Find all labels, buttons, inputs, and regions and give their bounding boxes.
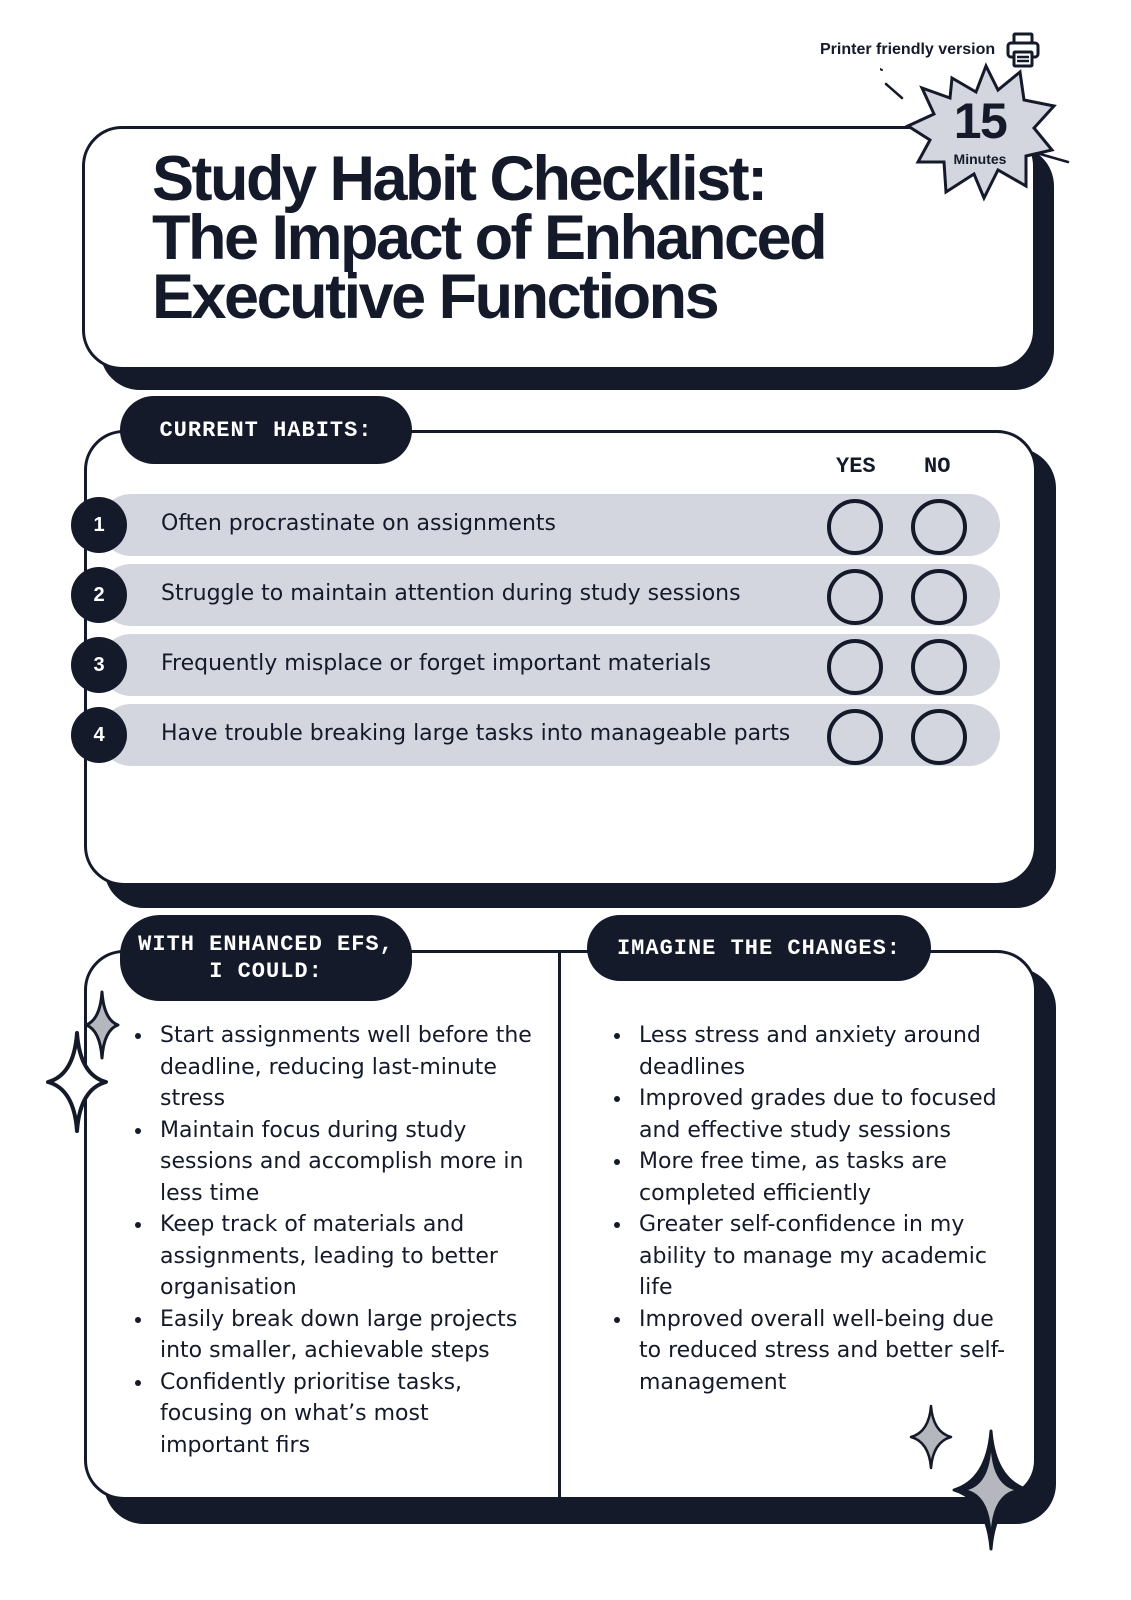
imagine-changes-label: IMAGINE THE CHANGES: bbox=[587, 915, 931, 981]
label-line: I COULD: bbox=[209, 959, 323, 984]
habit-yes-radio[interactable] bbox=[827, 569, 883, 625]
yes-column-header: YES bbox=[836, 454, 876, 479]
badge-duration-number: 15 bbox=[953, 93, 1008, 149]
habit-yes-radio[interactable] bbox=[827, 709, 883, 765]
no-column-header: NO bbox=[924, 454, 951, 479]
badge-duration-unit: Minutes bbox=[953, 151, 1007, 167]
sparkle-icon bbox=[909, 1404, 953, 1470]
printer-icon[interactable] bbox=[1003, 30, 1043, 70]
title-card bbox=[82, 126, 1036, 370]
label-line: WITH ENHANCED EFS, bbox=[138, 932, 394, 957]
column-divider bbox=[558, 950, 561, 1500]
habit-no-radio[interactable] bbox=[911, 499, 967, 555]
printer-friendly-label: Printer friendly version bbox=[820, 41, 996, 58]
list-item: More free time, as tasks are completed e… bbox=[614, 1146, 1019, 1209]
sparkle-icon bbox=[46, 1031, 108, 1133]
list-item: Confidently prioritise tasks, focusing o… bbox=[135, 1367, 535, 1462]
list-item: Keep track of materials and assignments,… bbox=[135, 1209, 535, 1304]
habit-number-badge: 1 bbox=[71, 497, 127, 553]
page-title: Study Habit Checklist: The Impact of Enh… bbox=[152, 144, 932, 332]
habit-no-radio[interactable] bbox=[911, 639, 967, 695]
with-enhanced-efs-label: WITH ENHANCED EFS, I COULD: bbox=[120, 915, 412, 1001]
habit-number-badge: 4 bbox=[71, 707, 127, 763]
habit-text: Often procrastinate on assignments bbox=[161, 511, 556, 536]
list-item: Less stress and anxiety around deadlines bbox=[614, 1020, 1019, 1083]
habit-number-badge: 3 bbox=[71, 637, 127, 693]
list-item: Easily break down large projects into sm… bbox=[135, 1304, 535, 1367]
list-item: Greater self-confidence in my ability to… bbox=[614, 1209, 1019, 1304]
sparkle-icon bbox=[952, 1429, 1030, 1551]
title-line: Study Habit Checklist: bbox=[152, 144, 768, 214]
habit-number-badge: 2 bbox=[71, 567, 127, 623]
title-line: The Impact of Enhanced bbox=[152, 203, 828, 273]
habit-no-radio[interactable] bbox=[911, 569, 967, 625]
habit-text: Struggle to maintain attention during st… bbox=[161, 581, 741, 606]
current-habits-label: CURRENT HABITS: bbox=[120, 396, 412, 464]
habit-text: Frequently misplace or forget important … bbox=[161, 651, 711, 676]
printer-friendly-link[interactable]: Printer friendly version bbox=[820, 30, 1043, 70]
list-item: Start assignments well before the deadli… bbox=[135, 1020, 535, 1115]
habit-text: Have trouble breaking large tasks into m… bbox=[161, 721, 791, 746]
changes-list: Less stress and anxiety around deadlines… bbox=[614, 1020, 1019, 1398]
sparkle-icon bbox=[84, 990, 120, 1060]
list-item: Maintain focus during study sessions and… bbox=[135, 1115, 535, 1210]
title-line: Executive Functions bbox=[152, 262, 720, 332]
list-item: Improved grades due to focused and effec… bbox=[614, 1083, 1019, 1146]
benefits-list: Start assignments well before the deadli… bbox=[135, 1020, 535, 1461]
habit-yes-radio[interactable] bbox=[827, 499, 883, 555]
list-item: Improved overall well-being due to reduc… bbox=[614, 1304, 1019, 1399]
habit-no-radio[interactable] bbox=[911, 709, 967, 765]
habit-yes-radio[interactable] bbox=[827, 639, 883, 695]
starburst-badge bbox=[880, 62, 1070, 202]
